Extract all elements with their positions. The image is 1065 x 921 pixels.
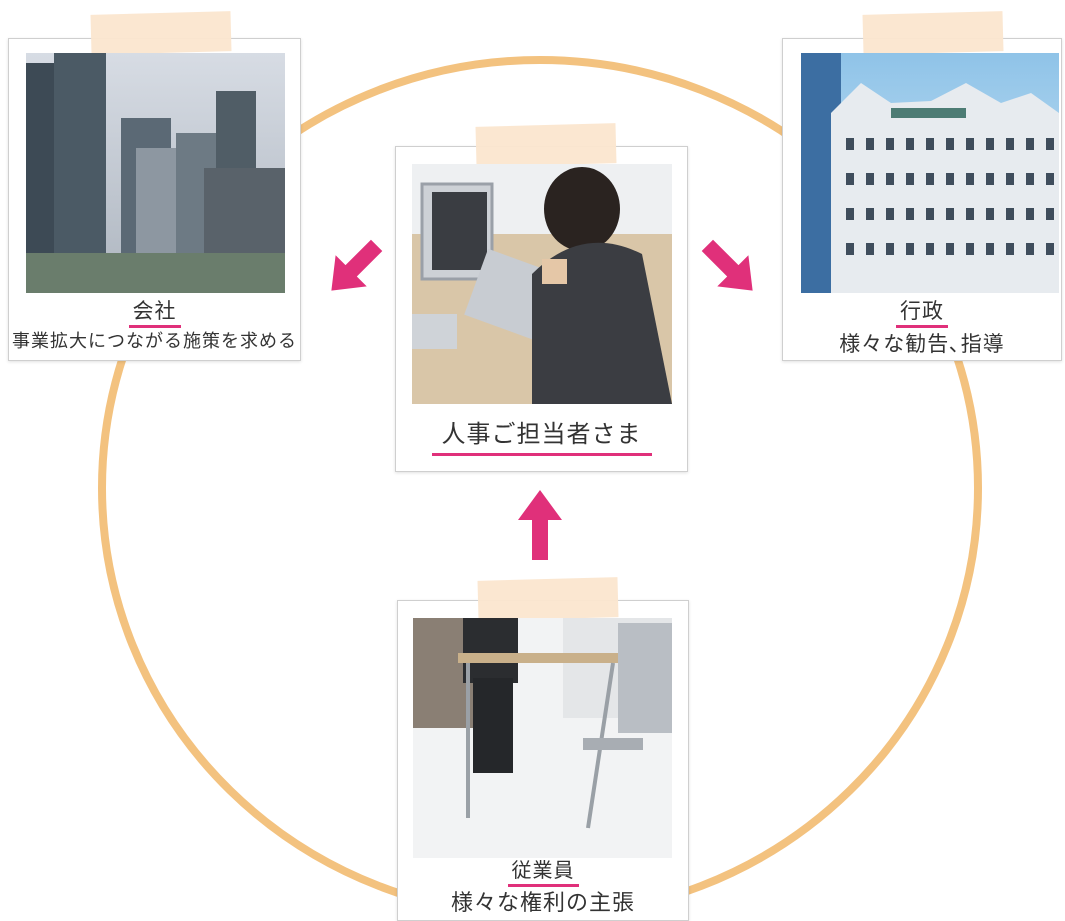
tape-strip <box>475 123 617 167</box>
tape-strip <box>477 577 619 621</box>
company-title: 会社 <box>128 299 181 329</box>
pink-arrow-icon <box>331 239 383 291</box>
company-subtitle: 事業拡大につながる施策を求める <box>12 331 297 353</box>
government-title: 行政 <box>896 299 948 329</box>
hr-title: 人事ご担当者さま <box>431 420 652 456</box>
employee-card: 従業員 様々な権利の主張 <box>397 577 689 921</box>
city-skyline-photo <box>26 53 285 293</box>
tape-strip <box>90 11 232 55</box>
tape-strip <box>862 11 1004 55</box>
hr-center-card: 人事ご担当者さま <box>395 123 688 472</box>
government-card: 行政 様々な勧告､指導 <box>782 11 1062 361</box>
pink-arrow-icon <box>701 239 753 291</box>
government-building-photo <box>801 53 1059 293</box>
businessman-desk-photo <box>412 164 672 404</box>
company-card: 会社 事業拡大につながる施策を求める <box>8 11 301 361</box>
employee-subtitle: 様々な権利の主張 <box>450 891 635 916</box>
meeting-photo <box>413 618 672 858</box>
government-subtitle: 様々な勧告､指導 <box>839 332 1005 357</box>
employee-title: 従業員 <box>507 859 579 887</box>
pink-arrow-icon <box>518 490 562 560</box>
